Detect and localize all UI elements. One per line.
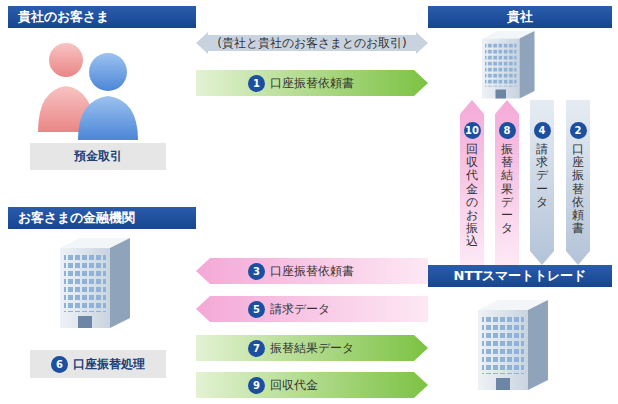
callout-number: 1 — [248, 75, 265, 92]
people-icon — [38, 43, 138, 140]
arrow-label: 10 回収代金のお振込 — [464, 122, 481, 249]
panel-header: 貴社のお客さま — [8, 6, 196, 28]
group-panel: お客さまの金融機関 6 口座振替処理 — [8, 207, 196, 400]
callout-number: 6 — [51, 356, 68, 373]
callout-number: 2 — [570, 122, 587, 139]
callout-number: 10 — [464, 122, 481, 139]
flow-arrow — [196, 372, 428, 398]
group-panel: 貴社 — [428, 6, 612, 100]
arrow-label: 8 振替結果データ — [499, 122, 516, 235]
box-label: 預金取引 — [74, 148, 122, 165]
arrow-label: 2 口座振替依頼書 — [570, 122, 587, 235]
arrow-label: 1 口座振替依頼書 — [248, 75, 354, 92]
callout-number: 3 — [248, 263, 265, 280]
arrow-label: 7 振替結果データ — [248, 340, 354, 357]
arrow-text: (貴社と貴社のお客さまとのお取引) — [217, 35, 406, 52]
flow-arrow — [495, 100, 519, 265]
arrow-text: 請求データ — [536, 143, 548, 209]
group-panel: NTTスマートトレード — [428, 265, 612, 400]
process-box: 6 口座振替処理 — [30, 350, 166, 378]
callout-number: 9 — [248, 377, 265, 394]
arrow-text: 口座振替依頼書 — [270, 75, 354, 92]
bank-building — [60, 238, 130, 328]
process-box: 預金取引 — [30, 143, 166, 170]
arrow-text: 振替結果データ — [270, 340, 354, 357]
flow-arrow — [566, 100, 590, 265]
callout-number: 7 — [248, 340, 265, 357]
panel-header: お客さまの金融機関 — [8, 207, 196, 229]
arrow-label: 3 口座振替依頼書 — [248, 263, 354, 280]
arrow-text: 振替結果データ — [501, 143, 513, 235]
arrow-text: 口座振替依頼書 — [270, 263, 354, 280]
callout-number: 8 — [499, 122, 516, 139]
arrow-text: 回収代金 — [270, 377, 318, 394]
arrow-label: 4 請求データ — [534, 122, 551, 209]
arrow-text: 回収代金のお振込 — [466, 143, 478, 249]
arrow-label: (貴社と貴社のお客さまとのお取引) — [217, 35, 406, 52]
callout-number: 5 — [248, 301, 265, 318]
ntt-building — [478, 300, 548, 390]
group-panel: 貴社のお客さま預金取引 — [8, 6, 196, 176]
callout-number: 4 — [534, 122, 551, 139]
flow-arrow — [196, 296, 428, 322]
flow-arrow — [460, 100, 484, 265]
arrow-label: 9 回収代金 — [248, 377, 318, 394]
company-building — [482, 31, 535, 99]
flow-arrow — [530, 100, 554, 265]
box-label: 口座振替処理 — [73, 356, 145, 373]
arrow-label: 5 請求データ — [248, 301, 330, 318]
flow-arrow — [196, 32, 428, 54]
flow-arrow — [196, 70, 428, 96]
arrow-text: 口座振替依頼書 — [572, 143, 584, 235]
flow-arrow — [196, 258, 428, 284]
panel-header: NTTスマートトレード — [428, 265, 612, 287]
panel-header: 貴社 — [428, 6, 612, 28]
arrow-text: 請求データ — [270, 301, 330, 318]
flow-arrow — [196, 335, 428, 361]
